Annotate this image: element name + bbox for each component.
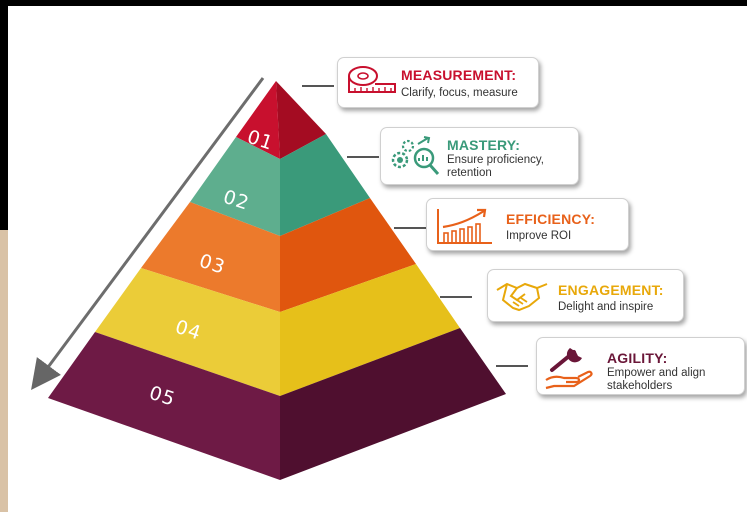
pyramid: 01 02 03 04 05 xyxy=(31,77,506,480)
pyramid-level-01 xyxy=(236,81,326,159)
connector-05 xyxy=(496,365,528,367)
card-measurement: MEASUREMENT: Clarify, focus, measure xyxy=(337,57,539,108)
mastery-desc-line1: Ensure proficiency, xyxy=(447,154,544,166)
engagement-desc: Delight and inspire xyxy=(558,301,654,313)
diagram-frame: 01 02 03 04 05 MEASUREMENT: Clarify, foc… xyxy=(8,6,747,512)
agility-desc-line1: Empower and align xyxy=(607,367,706,379)
connector-01 xyxy=(302,85,334,87)
pyramid-level-03 xyxy=(141,198,416,312)
measurement-desc: Clarify, focus, measure xyxy=(401,87,518,99)
measurement-title: MEASUREMENT: xyxy=(401,67,517,83)
card-agility: AGILITY: Empower and align stakeholders xyxy=(536,337,745,395)
card-efficiency: EFFICIENCY: Improve ROI xyxy=(426,198,629,251)
efficiency-desc: Improve ROI xyxy=(506,230,572,242)
card-engagement: ENGAGEMENT: Delight and inspire xyxy=(487,269,684,322)
pyramid-level-02 xyxy=(190,134,370,236)
mastery-desc-line2: retention xyxy=(447,167,492,179)
pyramid-level-05 xyxy=(48,328,506,480)
agility-desc-line2: stakeholders xyxy=(607,380,673,392)
growth-chart-icon xyxy=(437,208,492,244)
card-mastery: MASTERY: Ensure proficiency, retention xyxy=(380,127,579,185)
pyramid-level-04 xyxy=(95,264,460,396)
handshake-icon xyxy=(496,282,548,312)
engagement-title: ENGAGEMENT: xyxy=(558,282,664,298)
connector-02 xyxy=(347,156,379,158)
wrench-hand-icon xyxy=(545,348,593,390)
connector-04 xyxy=(440,296,472,298)
tape-measure-icon xyxy=(348,66,396,93)
gears-magnifier-icon xyxy=(391,136,440,175)
connector-03 xyxy=(394,227,426,229)
agility-title: AGILITY: xyxy=(607,350,668,366)
efficiency-title: EFFICIENCY: xyxy=(506,211,596,227)
direction-arrow xyxy=(31,77,265,391)
mastery-title: MASTERY: xyxy=(447,137,521,153)
background-strip xyxy=(0,230,8,512)
